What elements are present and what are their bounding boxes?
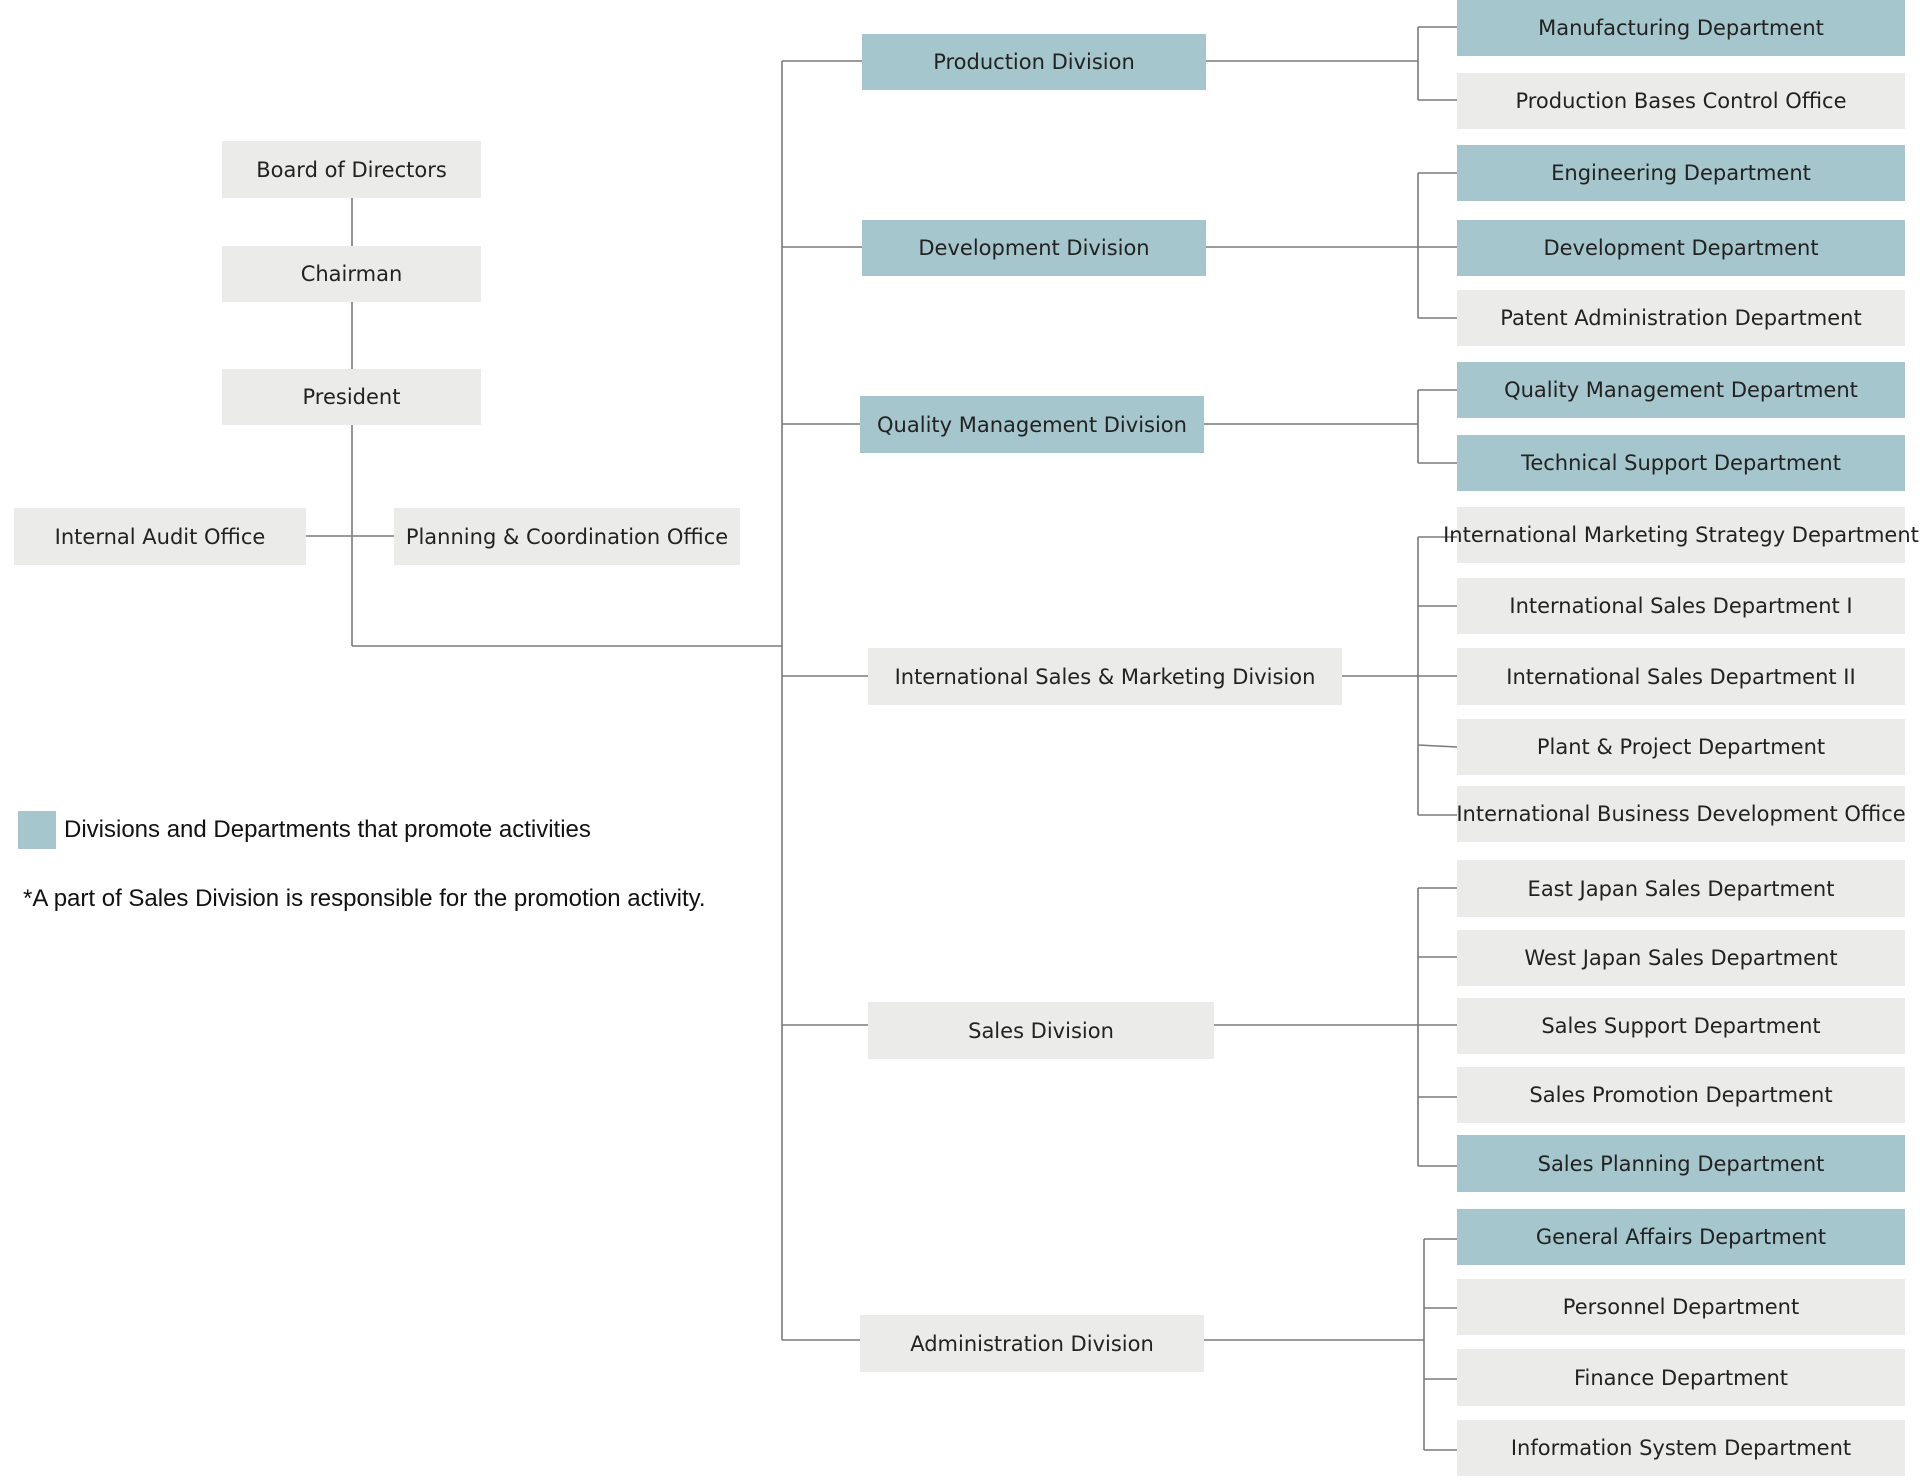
department-box: Patent Administration Department	[1457, 290, 1905, 346]
department-box: Sales Promotion Department	[1457, 1067, 1905, 1123]
division-box: Sales Division	[868, 1002, 1214, 1059]
department-label: International Marketing Strategy Departm…	[1443, 523, 1919, 547]
division-label: Development Division	[918, 236, 1150, 260]
division-box: Development Division	[862, 220, 1206, 276]
department-label: West Japan Sales Department	[1524, 946, 1838, 970]
department-box: International Sales Department I	[1457, 578, 1905, 634]
department-label: Sales Promotion Department	[1529, 1083, 1833, 1107]
footnote: *A part of Sales Division is responsible…	[23, 885, 706, 912]
department-label: International Sales Department I	[1509, 594, 1853, 618]
department-label: International Business Development Offic…	[1456, 802, 1906, 826]
department-label: Information System Department	[1510, 1436, 1852, 1460]
department-label: Plant & Project Department	[1536, 735, 1826, 759]
division-label: Administration Division	[910, 1331, 1154, 1356]
division-label: Production Division	[933, 50, 1135, 74]
internal-audit-office-label: Internal Audit Office	[54, 524, 266, 549]
department-box: Production Bases Control Office	[1457, 73, 1905, 129]
department-label: General Affairs Department	[1535, 1225, 1827, 1249]
legend-text: Divisions and Departments that promote a…	[64, 816, 591, 843]
division-label: Sales Division	[968, 1018, 1114, 1043]
department-label: Engineering Department	[1551, 161, 1811, 185]
division-box: Production Division	[862, 34, 1206, 90]
department-label: Sales Support Department	[1541, 1014, 1821, 1038]
department-box: Plant & Project Department	[1457, 719, 1905, 775]
department-box: Sales Planning Department	[1457, 1135, 1905, 1192]
president-box: President	[222, 369, 481, 425]
department-box: General Affairs Department	[1457, 1209, 1905, 1265]
internal-audit-office-box: Internal Audit Office	[14, 508, 306, 565]
department-label: Patent Administration Department	[1500, 306, 1862, 330]
planning-coordination-office-label: Planning & Coordination Office	[405, 524, 729, 549]
department-box: Information System Department	[1457, 1420, 1905, 1476]
department-box: International Marketing Strategy Departm…	[1443, 507, 1919, 563]
department-box: Development Department	[1457, 220, 1905, 276]
planning-coordination-office-box: Planning & Coordination Office	[394, 508, 740, 565]
department-box: Technical Support Department	[1457, 435, 1905, 491]
department-label: Finance Department	[1573, 1365, 1789, 1390]
division-box: International Sales & Marketing Division	[868, 648, 1342, 705]
department-label: International Sales Department II	[1506, 664, 1856, 689]
board-of-directors-label: Board of Directors	[256, 157, 447, 182]
division-label: Quality Management Division	[877, 412, 1187, 437]
chairman-box: Chairman	[222, 246, 481, 302]
chairman-label: Chairman	[300, 262, 403, 286]
division-box: Quality Management Division	[860, 396, 1204, 453]
board-of-directors-box: Board of Directors	[222, 141, 481, 198]
department-box: Quality Management Department	[1457, 362, 1905, 418]
department-box: Personnel Department	[1457, 1279, 1905, 1335]
division-box: Administration Division	[860, 1315, 1204, 1372]
department-label: Personnel Department	[1562, 1295, 1800, 1319]
department-label: Technical Support Department	[1521, 451, 1841, 475]
department-label: Quality Management Department	[1504, 378, 1858, 402]
department-label: Manufacturing Department	[1538, 16, 1824, 40]
department-box: International Business Development Offic…	[1456, 786, 1906, 842]
legend-swatch	[18, 811, 56, 849]
department-label: Sales Planning Department	[1537, 1151, 1825, 1176]
department-label: Development Department	[1543, 236, 1819, 260]
department-box: Manufacturing Department	[1457, 0, 1905, 56]
president-label: President	[302, 385, 401, 409]
division-label: International Sales & Marketing Division	[894, 664, 1316, 689]
department-box: International Sales Department II	[1457, 648, 1905, 705]
department-label: East Japan Sales Department	[1527, 876, 1835, 901]
department-box: Engineering Department	[1457, 145, 1905, 201]
department-label: Production Bases Control Office	[1515, 89, 1847, 113]
department-box: East Japan Sales Department	[1457, 860, 1905, 917]
department-box: Sales Support Department	[1457, 998, 1905, 1054]
department-box: West Japan Sales Department	[1457, 930, 1905, 986]
department-box: Finance Department	[1457, 1349, 1905, 1406]
